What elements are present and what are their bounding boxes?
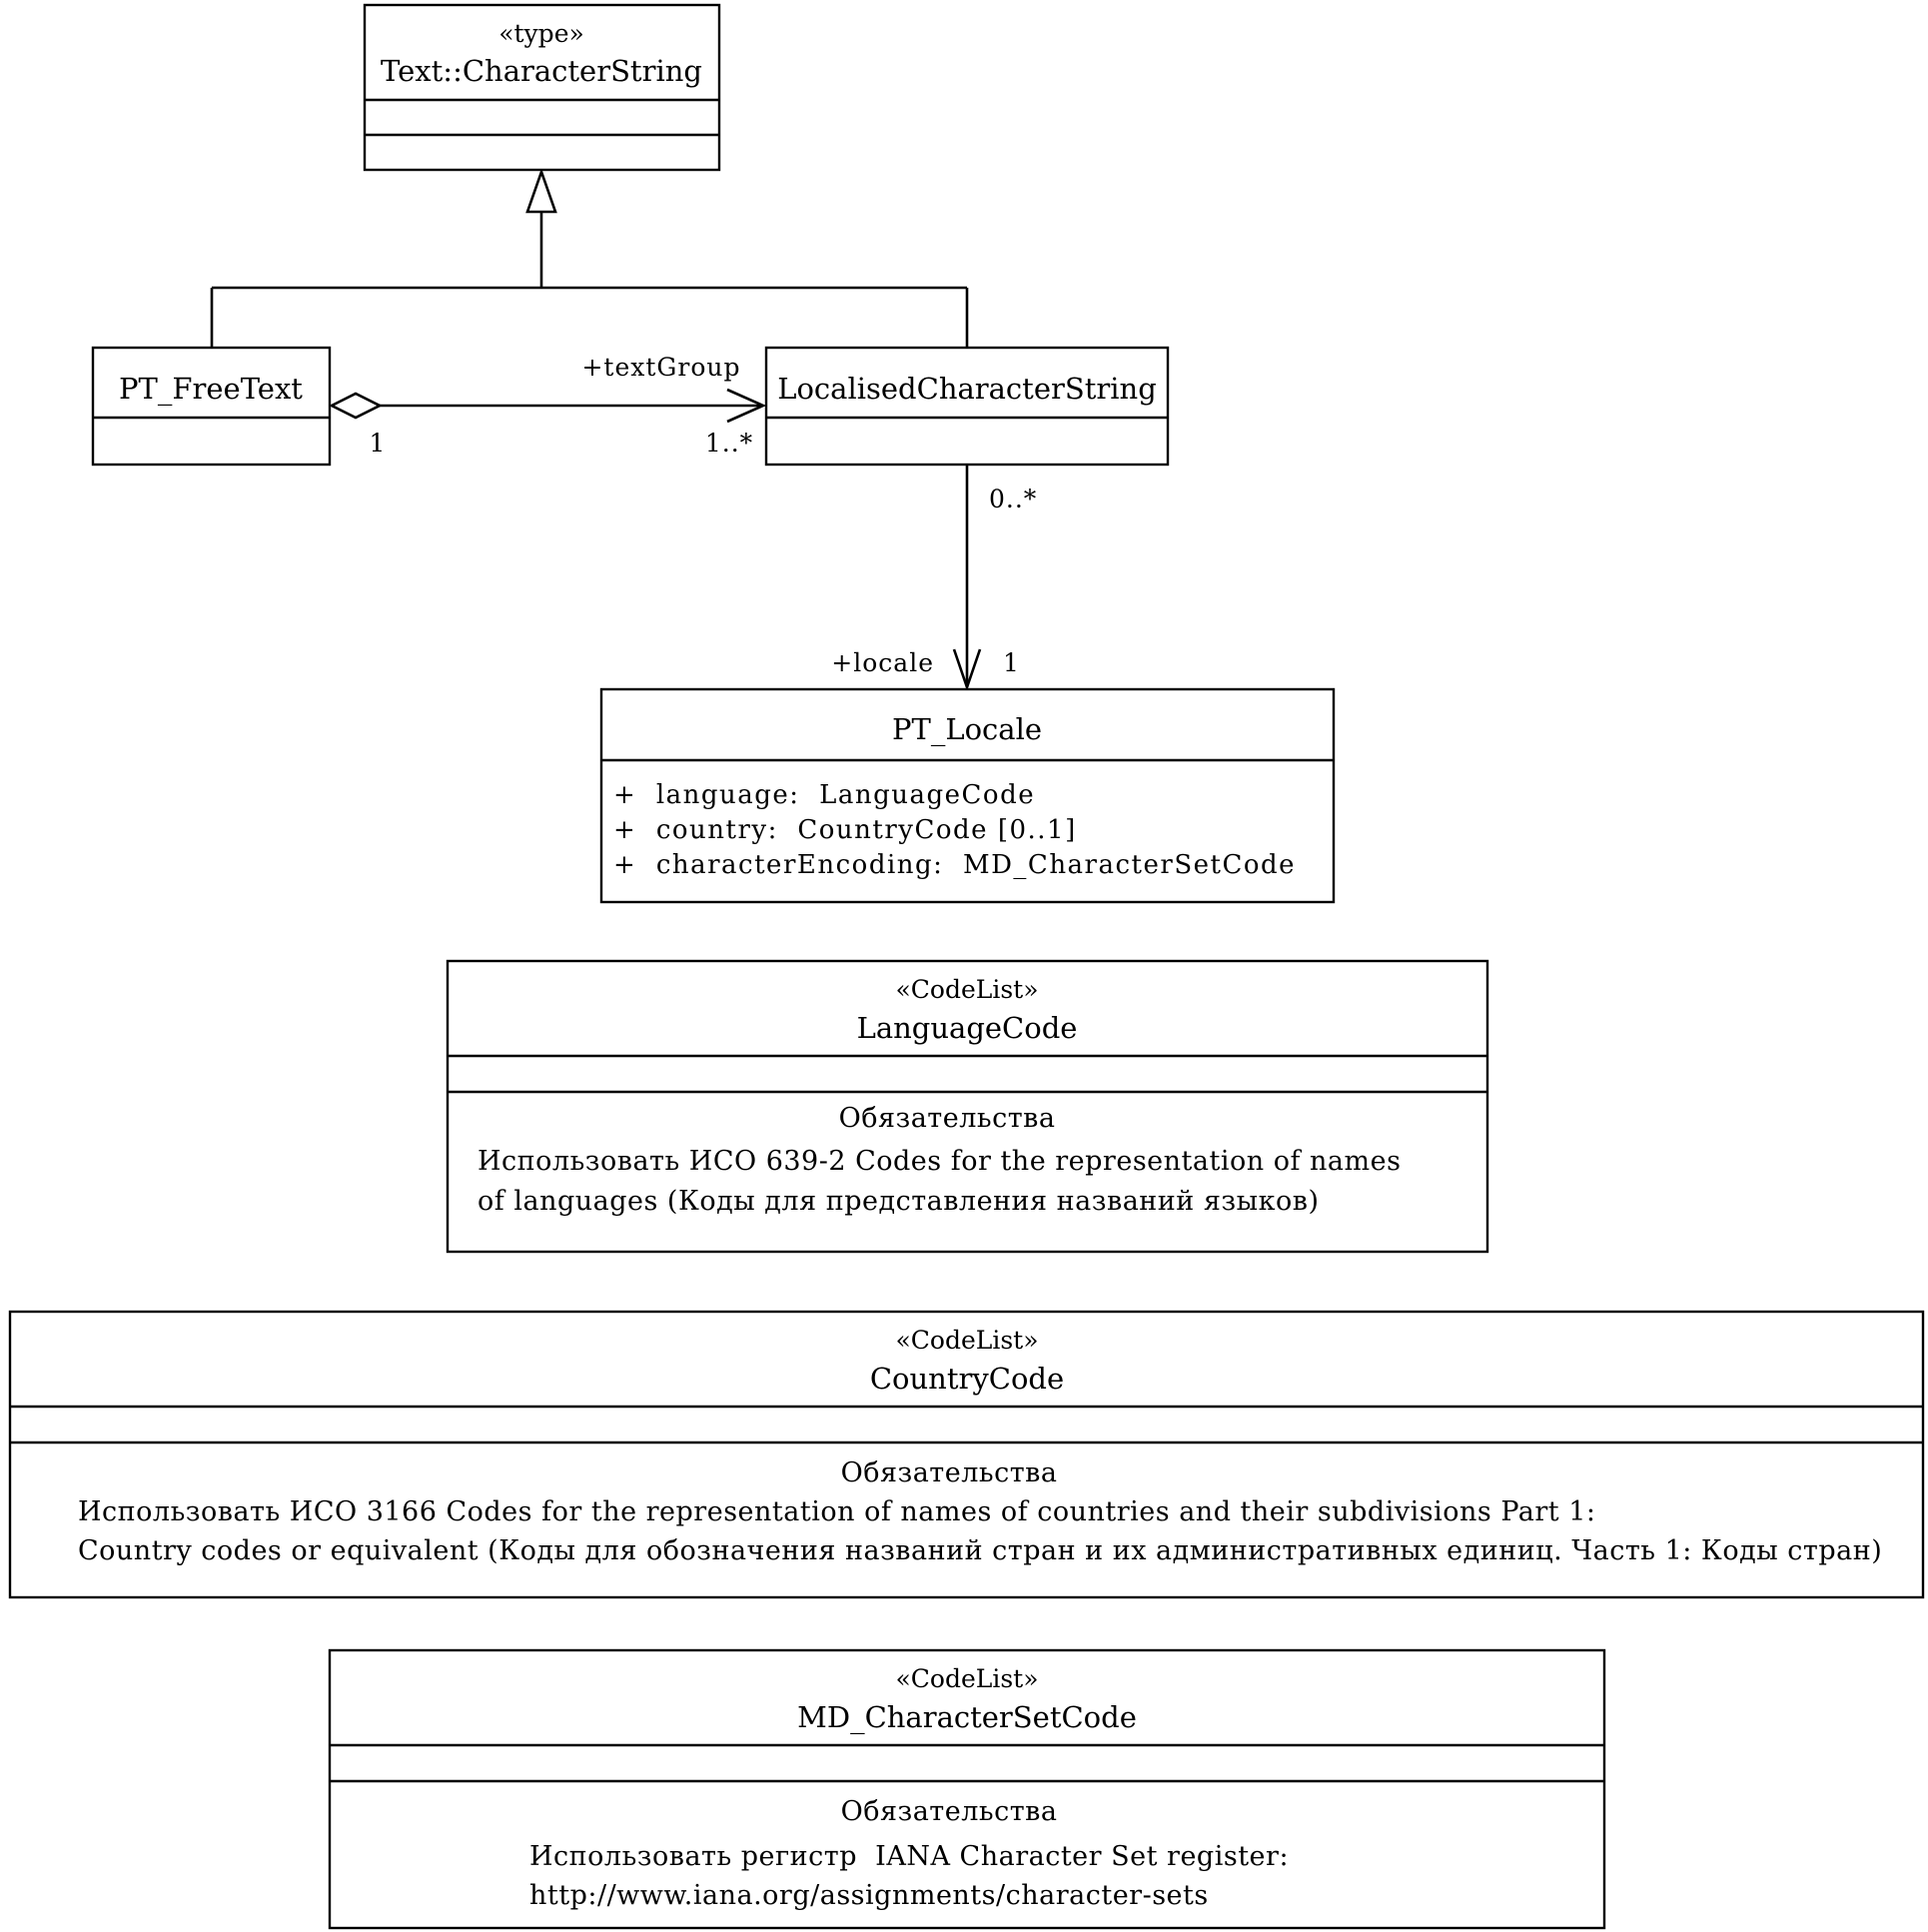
pt-locale-attribute-language: + language: LanguageCode [613, 780, 1035, 810]
class-pt-locale[interactable]: PT_Locale + language: LanguageCode + cou… [599, 687, 1336, 904]
language-code-stereotype: «CodeList» [895, 975, 1038, 1004]
text-group-role: +textGroup [581, 353, 740, 382]
pt-locale-attribute-country: + country: CountryCode [0..1] [613, 815, 1077, 845]
class-pt-free-text[interactable]: PT_FreeText [91, 346, 332, 467]
class-country-code[interactable]: «CodeList» CountryCode Обязательства Исп… [8, 1310, 1925, 1599]
localised-character-string-name: LocalisedCharacterString [777, 372, 1157, 406]
text-group-source-multiplicity: 1 [370, 429, 387, 458]
character-string-stereotype: «type» [498, 19, 584, 48]
aggregation-text-group: +textGroup 1 1..* [329, 353, 767, 458]
locale-source-multiplicity: 0..* [989, 484, 1037, 513]
language-code-name: LanguageCode [857, 1011, 1078, 1045]
pt-locale-name: PT_Locale [892, 712, 1042, 747]
md-character-set-code-name: MD_CharacterSetCode [797, 1700, 1137, 1735]
text-group-target-multiplicity: 1..* [705, 429, 753, 458]
language-code-constraint-line-2: of languages (Коды для представления наз… [478, 1186, 1319, 1217]
country-code-stereotype: «CodeList» [895, 1326, 1038, 1355]
aggregation-diamond [329, 392, 383, 420]
character-string-name: Text::CharacterString [381, 54, 702, 88]
association-locale: 0..* +locale 1 [831, 466, 1037, 692]
class-language-code[interactable]: «CodeList» LanguageCode Обязательства Ис… [446, 959, 1489, 1254]
country-code-constraint-line-2: Country codes or equivalent (Коды для об… [78, 1535, 1882, 1566]
pt-locale-attribute-character-encoding: + characterEncoding: MD_CharacterSetCode [613, 850, 1296, 880]
class-localised-character-string[interactable]: LocalisedCharacterString [764, 346, 1170, 467]
country-code-constraint-line-1: Использовать ИСО 3166 Codes for the repr… [78, 1496, 1595, 1527]
language-code-constraint-line-1: Использовать ИСО 639-2 Codes for the rep… [478, 1146, 1401, 1177]
generalization-connector [210, 168, 969, 348]
md-character-set-code-constraint-line-1: Использовать регистр IANA Character Set … [529, 1841, 1289, 1872]
locale-role: +locale [831, 648, 934, 677]
locale-target-multiplicity: 1 [1003, 648, 1020, 677]
md-character-set-code-constraint-title: Обязательства [841, 1796, 1058, 1827]
generalization-arrowhead [525, 168, 557, 214]
class-md-character-set-code[interactable]: «CodeList» MD_CharacterSetCode Обязатель… [328, 1648, 1606, 1930]
pt-free-text-name: PT_FreeText [119, 372, 303, 407]
md-character-set-code-constraint-line-2: http://www.iana.org/assignments/characte… [529, 1880, 1209, 1911]
class-character-string[interactable]: «type» Text::CharacterString [363, 3, 721, 172]
language-code-constraint-title: Обязательства [839, 1103, 1056, 1134]
country-code-name: CountryCode [870, 1362, 1064, 1396]
country-code-constraint-title: Обязательства [841, 1457, 1058, 1488]
md-character-set-code-stereotype: «CodeList» [895, 1664, 1038, 1693]
